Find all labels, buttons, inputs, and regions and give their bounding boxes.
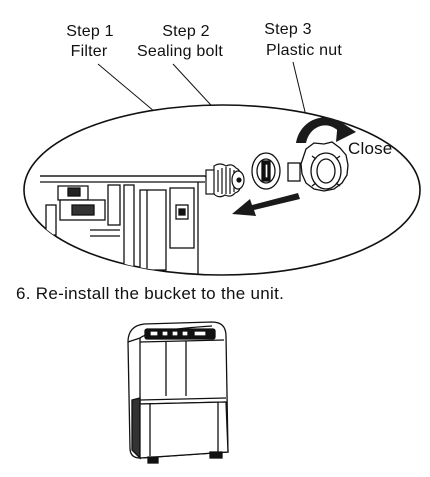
- sealing-bolt-part: [251, 152, 281, 190]
- step-2-title: Step 2: [162, 23, 210, 40]
- step-3-title: Step 3: [264, 21, 312, 38]
- close-label: Close: [348, 139, 393, 158]
- step-1-title: Step 1: [66, 23, 114, 40]
- machine-interior: [40, 175, 213, 275]
- step-1-part-name: Filter: [70, 43, 108, 60]
- bucket-side: [131, 397, 141, 460]
- plastic-nut-part: [287, 141, 349, 192]
- direction-arrow: [232, 193, 300, 216]
- step-3-part-name: Plastic nut: [265, 42, 342, 59]
- bucket-front: [139, 401, 229, 459]
- dehumidifier-unit: [127, 321, 229, 464]
- filter-part: [205, 163, 245, 198]
- rotation-arrow: [296, 117, 356, 143]
- instruction-text: 6. Re-install the bucket to the unit.: [16, 284, 285, 303]
- step-2-part-name: Sealing bolt: [136, 43, 224, 60]
